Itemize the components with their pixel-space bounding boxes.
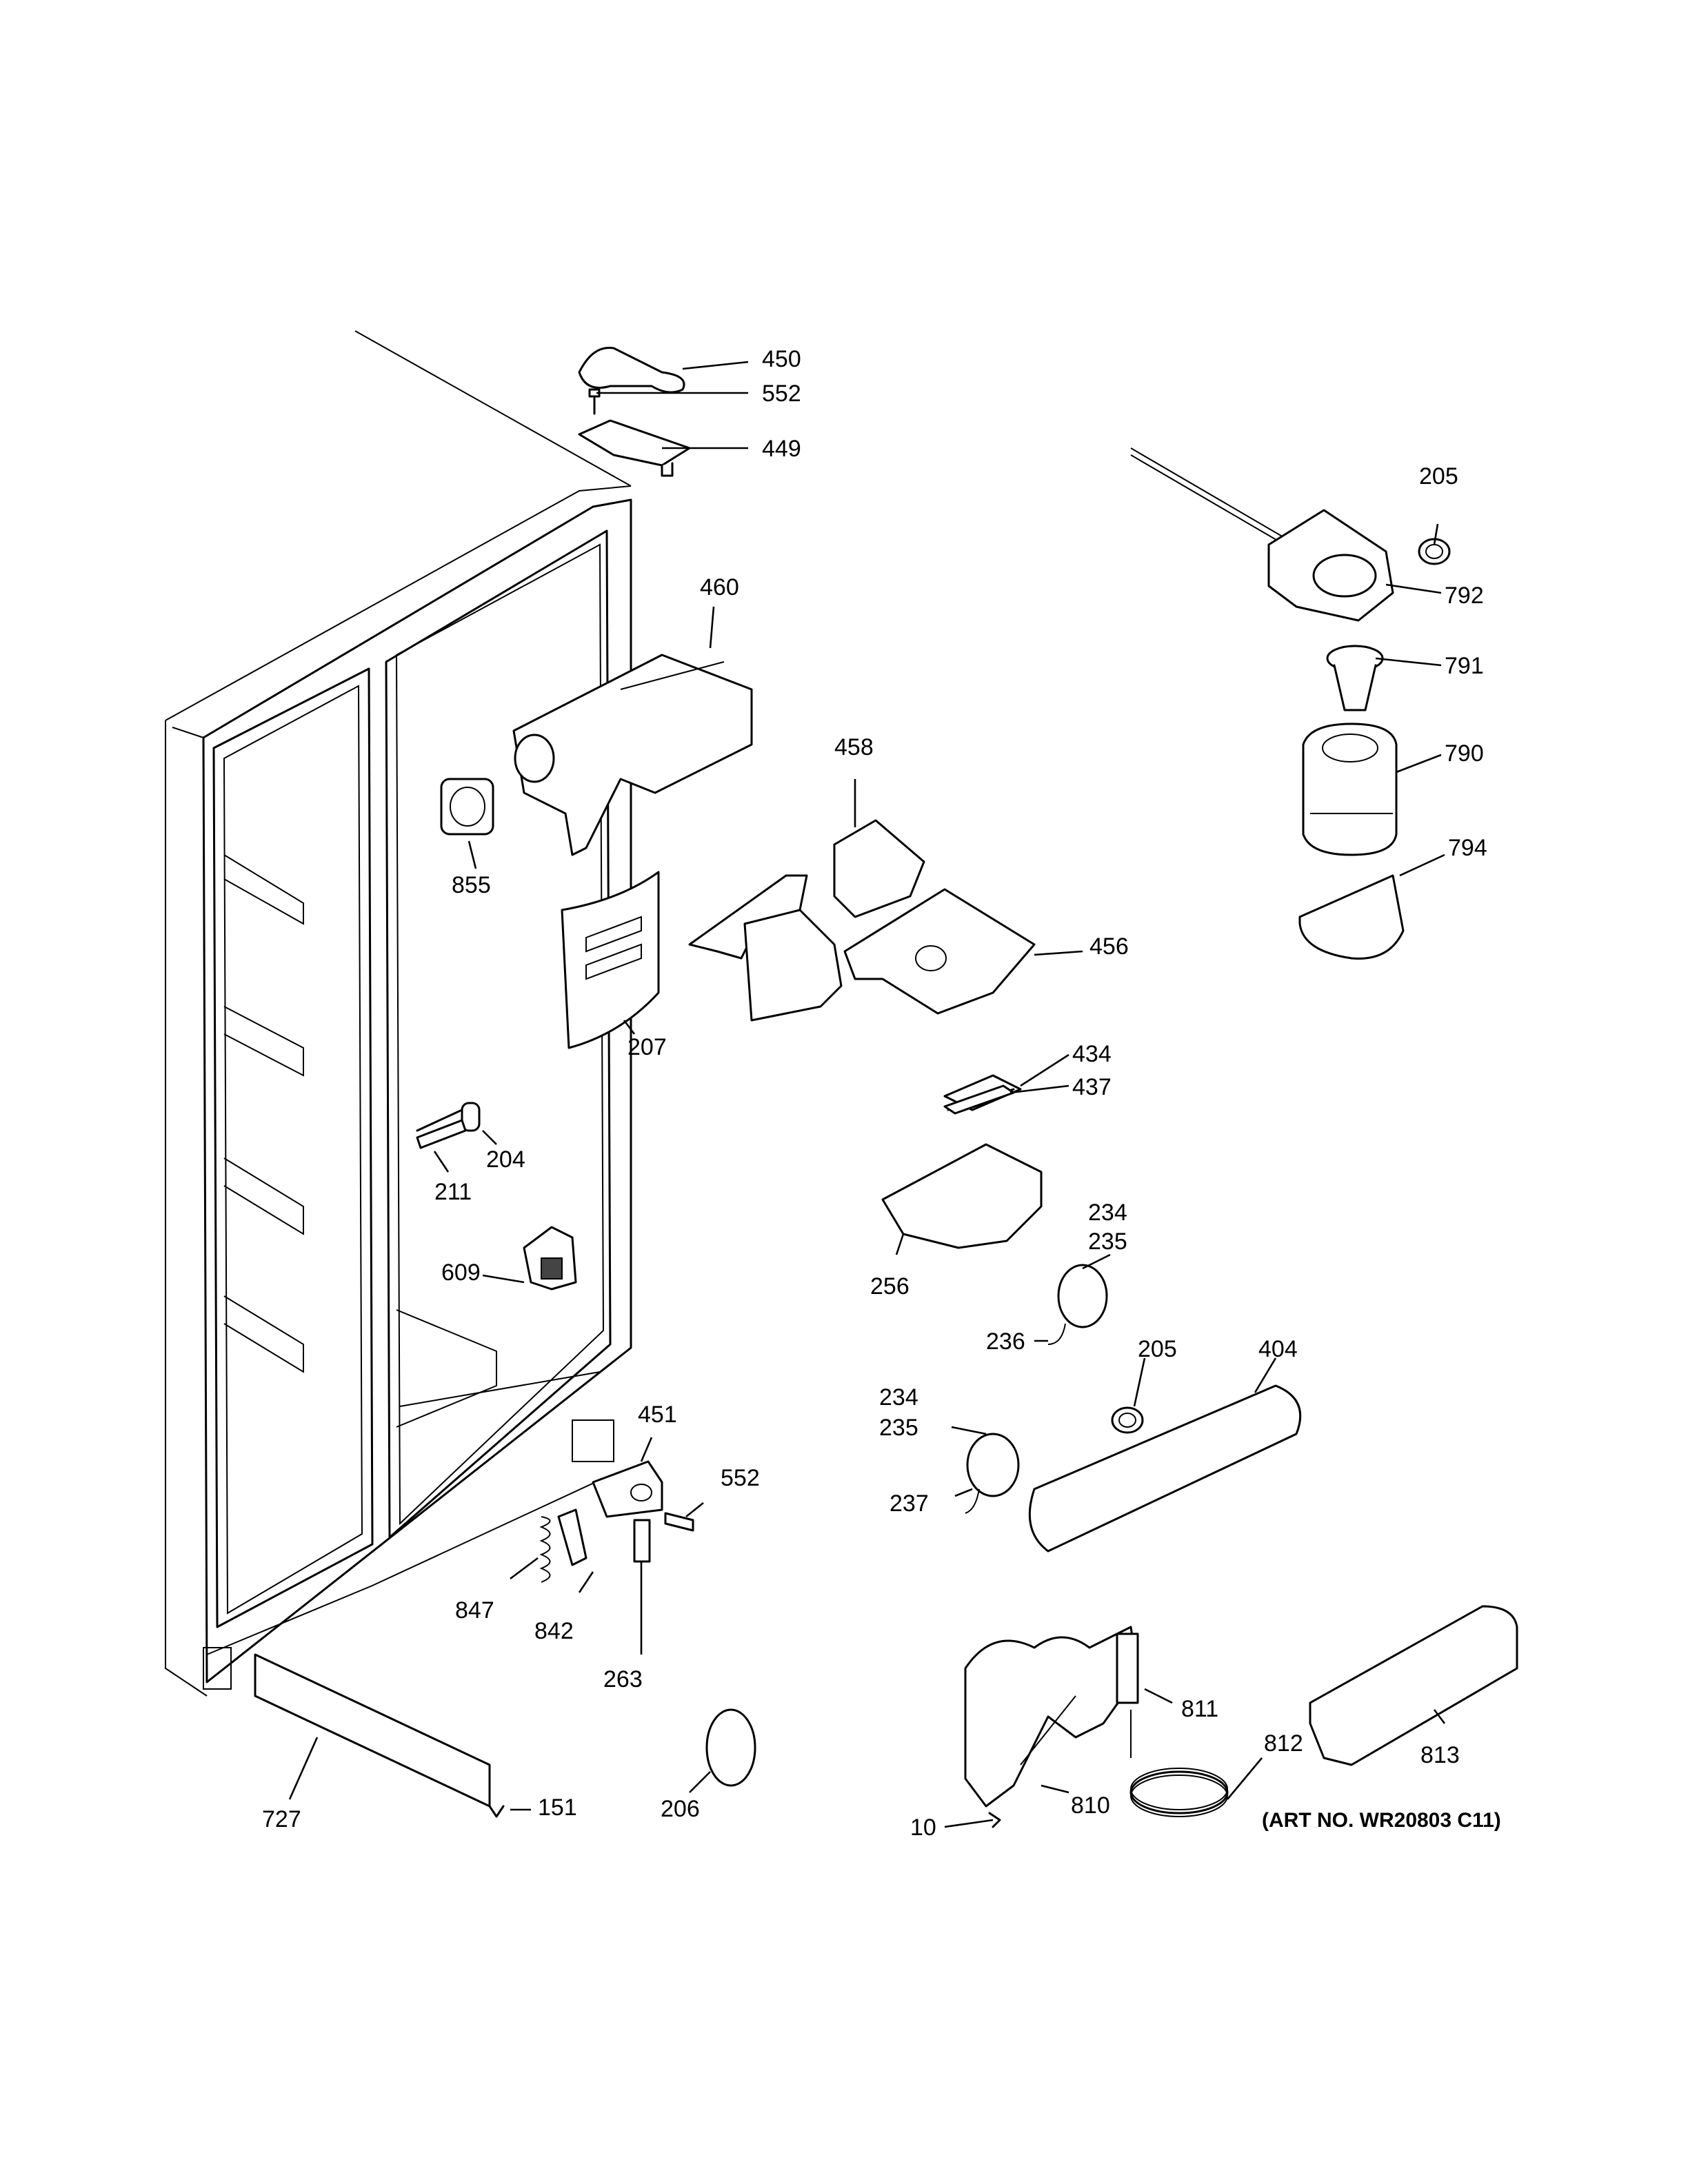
callout-811: 811: [1181, 1696, 1218, 1722]
callout-812: 812: [1264, 1730, 1303, 1757]
grille-screw: [488, 1805, 505, 1818]
filter-head: [1130, 447, 1394, 622]
callout-449: 449: [762, 436, 801, 462]
heater-236: [1047, 1264, 1108, 1345]
callout-727: 727: [262, 1806, 301, 1832]
hinge-cam: [557, 1508, 587, 1566]
callout-206: 206: [661, 1796, 700, 1822]
tube-811: [1116, 1632, 1139, 1704]
callout-234-a: 234: [1088, 1200, 1127, 1226]
filter-adapter: [1326, 645, 1384, 711]
reservoir-screw: [988, 1812, 1001, 1828]
dispenser-chute: [688, 819, 925, 1022]
callout-237: 237: [890, 1490, 929, 1517]
art-number: (ART NO. WR20803 C11): [1262, 1809, 1501, 1832]
reservoir-cover: [1309, 1605, 1518, 1766]
water-filter: [1302, 722, 1398, 856]
callout-813: 813: [1420, 1742, 1460, 1768]
callout-205-mid: 205: [1138, 1336, 1177, 1362]
hinge-cover: [578, 346, 685, 394]
callout-labels: 450 552 449 205 792 791 790 794 460 458 …: [262, 346, 1487, 1841]
callout-10: 10: [910, 1814, 936, 1841]
damper-housing: [440, 778, 494, 836]
air-duct: [512, 654, 753, 856]
tube-coil: [1129, 1710, 1229, 1817]
callout-460: 460: [700, 574, 739, 600]
dispenser-cover: [881, 1143, 1043, 1249]
callout-235-a: 235: [1088, 1228, 1127, 1255]
light-switch: [523, 1226, 577, 1291]
callout-794: 794: [1448, 835, 1487, 861]
callout-404: 404: [1258, 1336, 1298, 1362]
shelf-support: [416, 1102, 481, 1132]
callout-792: 792: [1445, 583, 1484, 609]
callout-791: 791: [1445, 653, 1484, 679]
dispenser-duct: [1028, 1384, 1302, 1553]
callout-810: 810: [1071, 1792, 1110, 1819]
callout-434: 434: [1072, 1041, 1112, 1067]
callout-842: 842: [534, 1618, 574, 1644]
callout-236: 236: [986, 1328, 1025, 1355]
base-grille: [254, 1653, 491, 1808]
grommet-205: [1111, 1406, 1144, 1434]
bottom-hinge: [592, 1460, 663, 1518]
callout-234-b: 234: [879, 1384, 918, 1410]
leader-lines: [288, 361, 1446, 1828]
callout-456: 456: [1089, 933, 1129, 960]
callout-450: 450: [762, 346, 801, 372]
top-hinge: [578, 419, 691, 477]
callout-235-b: 235: [879, 1415, 918, 1441]
water-reservoir: [964, 1626, 1139, 1808]
drain-cap: [705, 1708, 756, 1787]
hinge-spring: [539, 1516, 551, 1583]
hinge-pin: [633, 1519, 651, 1563]
callout-855: 855: [452, 872, 491, 898]
duct-cover: [561, 871, 660, 1049]
callout-207: 207: [627, 1034, 667, 1060]
callout-151: 151: [538, 1794, 577, 1821]
refrigerator-cabinet: [165, 330, 632, 1697]
dispenser-frame: [843, 888, 1036, 1015]
callout-451: 451: [638, 1402, 677, 1428]
callout-552-top: 552: [762, 381, 801, 407]
callout-458: 458: [834, 734, 874, 760]
callout-609: 609: [441, 1260, 481, 1286]
hinge-screw: [664, 1512, 694, 1532]
callout-211: 211: [434, 1179, 472, 1205]
callout-552-bottom: 552: [721, 1465, 760, 1491]
filter-cover: [1298, 874, 1405, 960]
screw-211: [416, 1119, 467, 1149]
callout-847: 847: [455, 1597, 494, 1624]
callout-204: 204: [486, 1146, 525, 1173]
callout-790: 790: [1445, 740, 1484, 767]
callout-437: 437: [1072, 1074, 1112, 1100]
callout-205-top: 205: [1419, 463, 1458, 489]
heater-237: [965, 1433, 1020, 1514]
callout-256: 256: [870, 1273, 910, 1300]
callout-263: 263: [603, 1666, 643, 1692]
